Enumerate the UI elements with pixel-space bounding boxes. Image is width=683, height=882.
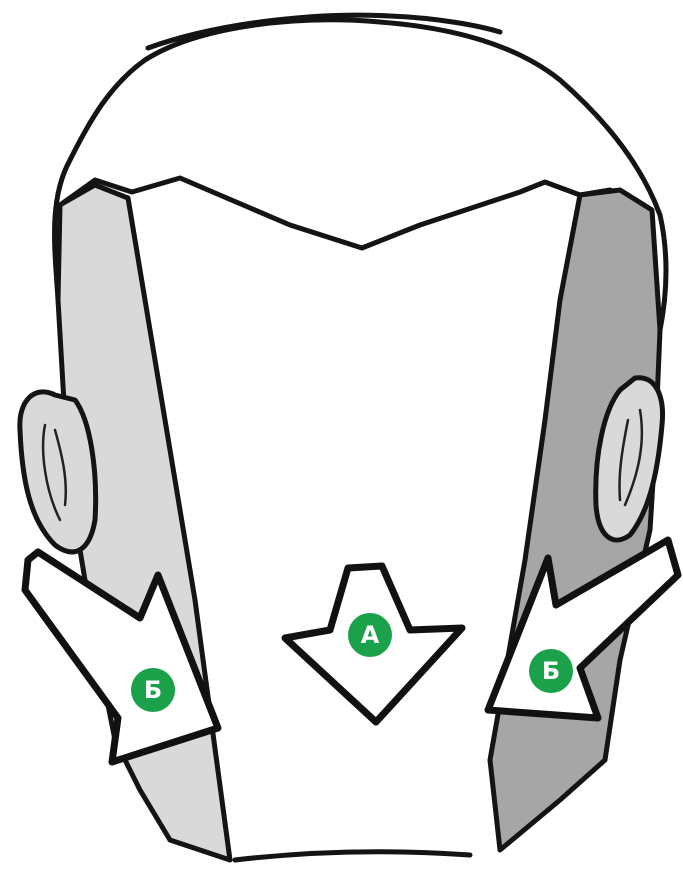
badge-right-label: Б: [542, 657, 560, 685]
badge-center: А: [348, 613, 392, 657]
left-ear: [20, 392, 96, 552]
badge-center-label: А: [361, 621, 380, 649]
badge-left: Б: [131, 668, 175, 712]
neck-bottom: [235, 852, 470, 860]
badge-left-label: Б: [144, 676, 162, 704]
hairline: [60, 178, 650, 248]
badge-right: Б: [529, 649, 573, 693]
